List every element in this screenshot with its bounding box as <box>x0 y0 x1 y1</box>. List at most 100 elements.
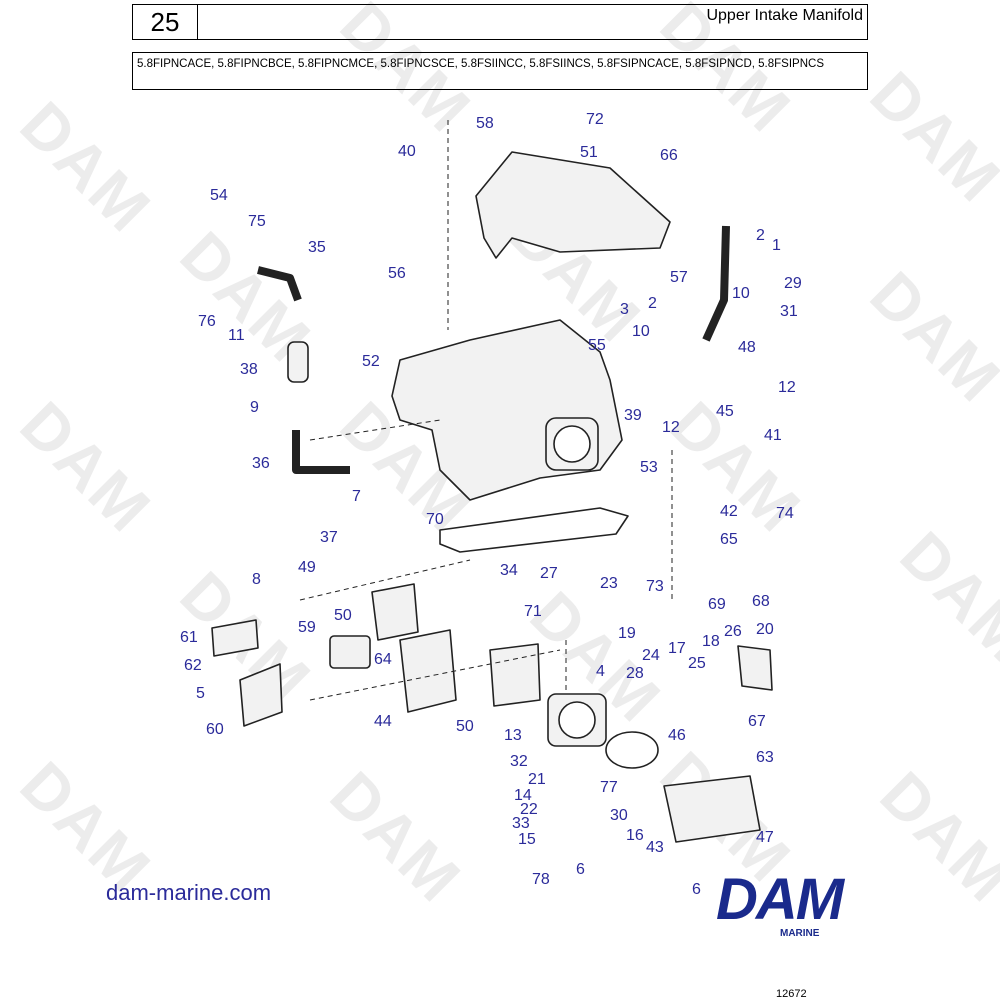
callout-label: 13 <box>504 727 522 744</box>
callout-label: 16 <box>626 827 644 844</box>
callout-label: 5 <box>196 685 205 702</box>
callout-label: 50 <box>334 607 352 624</box>
callout-label: 62 <box>184 657 202 674</box>
callout-label: 3 <box>620 301 629 318</box>
iac-valve-part[interactable] <box>329 635 371 669</box>
callout-label: 28 <box>626 665 644 682</box>
callout-label: 63 <box>756 749 774 766</box>
callout-label: 6 <box>692 881 701 898</box>
bracket-part[interactable] <box>211 619 259 657</box>
callout-label: 40 <box>398 143 416 160</box>
callout-label: 41 <box>764 427 782 444</box>
callout-label: 15 <box>518 831 536 848</box>
callout-label: 71 <box>524 603 542 620</box>
logo-wordmark: DAM <box>716 867 844 932</box>
callout-label: 35 <box>308 239 326 256</box>
callout-label: 47 <box>756 829 774 846</box>
callout-label: 76 <box>198 313 216 330</box>
callout-label: 61 <box>180 629 198 646</box>
page-number: 25 <box>133 5 198 39</box>
callout-label: 17 <box>668 640 686 657</box>
callout-label: 10 <box>632 323 650 340</box>
callout-label: 42 <box>720 503 738 520</box>
throttle-gasket-part[interactable] <box>371 583 419 641</box>
page-header: 25 Upper Intake Manifold <box>132 4 868 40</box>
website-link[interactable]: dam-marine.com <box>106 880 272 905</box>
callout-label: 31 <box>780 303 798 320</box>
callout-label: 64 <box>374 651 392 668</box>
callout-label: 34 <box>500 562 518 579</box>
callout-label: 22 <box>520 801 538 818</box>
clamp-ring-part[interactable] <box>605 731 659 769</box>
callout-label: 26 <box>724 623 742 640</box>
tps-sensor-part[interactable] <box>737 645 773 691</box>
vent-hose-part[interactable] <box>257 266 302 302</box>
callout-label: 45 <box>716 403 734 420</box>
callout-label: 52 <box>362 353 380 370</box>
callout-label: 21 <box>528 771 546 788</box>
callout-label: 25 <box>688 655 706 672</box>
callout-label: 44 <box>374 713 392 730</box>
callout-label: 1 <box>772 237 781 254</box>
callout-label: 18 <box>702 633 720 650</box>
callout-label: 56 <box>388 265 406 282</box>
pcv-hose-part[interactable] <box>292 430 350 474</box>
callout-label: 65 <box>720 531 738 548</box>
callout-label: 69 <box>708 596 726 613</box>
callout-label: 58 <box>476 115 494 132</box>
callout-label: 59 <box>298 619 316 636</box>
callout-label: 27 <box>540 565 558 582</box>
reference-number: 12672 <box>776 988 807 1000</box>
callout-label: 38 <box>240 361 258 378</box>
bracket-part[interactable] <box>239 663 283 727</box>
callout-label: 39 <box>624 407 642 424</box>
callout-label: 12 <box>778 379 796 396</box>
callout-label: 74 <box>776 505 794 522</box>
callout-label: 77 <box>600 779 618 796</box>
callout-label: 78 <box>532 871 550 888</box>
callout-label: 54 <box>210 187 228 204</box>
callout-label: 43 <box>646 839 664 856</box>
callout-label: 50 <box>456 718 474 735</box>
callout-label: 55 <box>588 337 606 354</box>
callout-label: 12 <box>662 419 680 436</box>
callout-label: 8 <box>252 571 261 588</box>
throttle-gasket-part[interactable] <box>489 643 541 707</box>
callout-label: 48 <box>738 339 756 356</box>
callout-label: 67 <box>748 713 766 730</box>
inline-filter-part[interactable] <box>287 341 309 383</box>
callout-label: 72 <box>586 111 604 128</box>
callout-label: 51 <box>580 144 598 161</box>
callout-label: 49 <box>298 559 316 576</box>
callout-label: 30 <box>610 807 628 824</box>
callout-label: 14 <box>514 787 532 804</box>
callout-label: 24 <box>642 647 660 664</box>
callout-label: 37 <box>320 529 338 546</box>
air-filter-part[interactable] <box>663 775 761 843</box>
callout-label: 4 <box>596 663 605 680</box>
callout-label: 68 <box>752 593 770 610</box>
callout-label: 20 <box>756 621 774 638</box>
callout-label: 2 <box>756 227 765 244</box>
callout-label: 75 <box>248 213 266 230</box>
callout-label: 29 <box>784 275 802 292</box>
callout-label: 11 <box>228 327 245 344</box>
callout-label: 33 <box>512 815 530 832</box>
engine-cover-part[interactable] <box>475 151 671 259</box>
coolant-hose-part[interactable] <box>702 225 730 342</box>
callout-label: 19 <box>618 625 636 642</box>
callout-label: 6 <box>576 861 585 878</box>
callout-label: 2 <box>648 295 657 312</box>
callout-label: 57 <box>670 269 688 286</box>
callout-label: 70 <box>426 511 444 528</box>
callout-label: 32 <box>510 753 528 770</box>
callout-label: 53 <box>640 459 658 476</box>
manifold-gasket-part[interactable] <box>439 507 629 553</box>
model-list: 5.8FIPNCACE, 5.8FIPNCBCE, 5.8FIPNCMCE, 5… <box>132 52 868 90</box>
adapter-plate-part[interactable] <box>399 629 457 713</box>
callout-label: 9 <box>250 399 259 416</box>
callout-label: 46 <box>668 727 686 744</box>
callout-label: 36 <box>252 455 270 472</box>
callout-label: 66 <box>660 147 678 164</box>
